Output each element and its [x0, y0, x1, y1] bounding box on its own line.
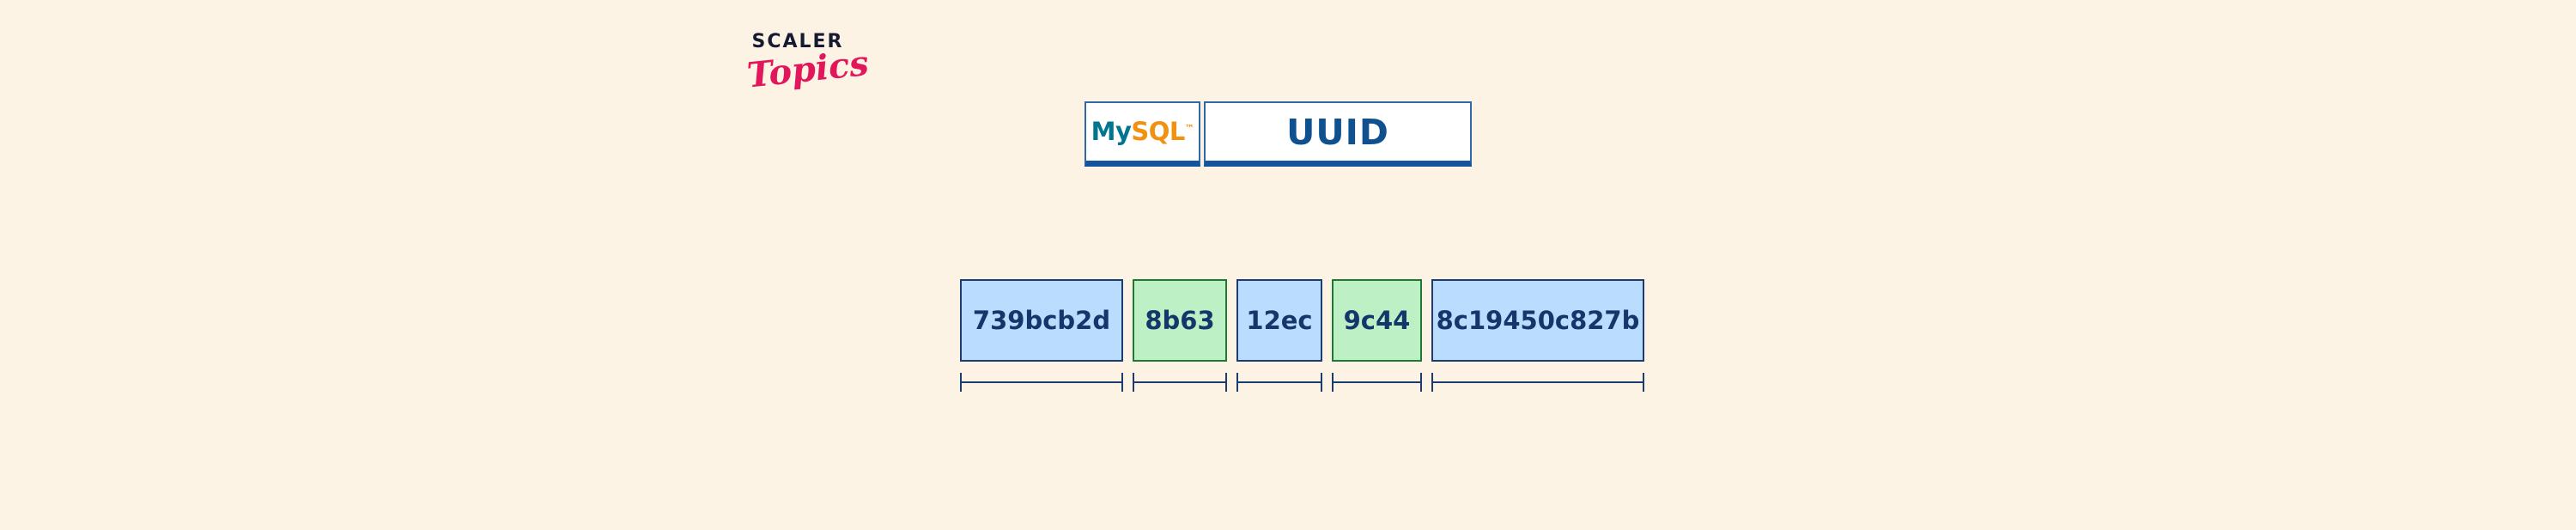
- uuid-segment-block: 12ec: [1236, 279, 1322, 362]
- bracket-cap-right-icon: [1121, 373, 1123, 392]
- bracket-cap-left-icon: [1236, 373, 1238, 392]
- mysql-wordmark: MySQL™: [1091, 119, 1194, 144]
- page-title: UUID: [1286, 111, 1389, 153]
- bracket-cap-right-icon: [1321, 373, 1322, 392]
- logo-text-scaler: SCALER: [751, 31, 844, 52]
- mysql-logo-box: MySQL™: [1084, 101, 1200, 167]
- mysql-my-text: My: [1091, 117, 1132, 146]
- uuid-segment-diagram: 739bcb2d 8b63 12ec 9c44 8c19450c827b: [960, 279, 1644, 392]
- segment-measure-bracket: [1431, 373, 1644, 392]
- scaler-topics-logo: SCALER Topics: [744, 31, 871, 114]
- uuid-segment-block: 739bcb2d: [960, 279, 1123, 362]
- bracket-cap-left-icon: [1133, 373, 1134, 392]
- bracket-cap-left-icon: [960, 373, 962, 392]
- uuid-segment-block: 8c19450c827b: [1431, 279, 1644, 362]
- header-row: MySQL™ UUID: [1084, 101, 1472, 167]
- uuid-segment-row: 739bcb2d 8b63 12ec 9c44 8c19450c827b: [960, 279, 1644, 362]
- segment-measure-bracket: [1133, 373, 1227, 392]
- segment-measure-bracket: [1332, 373, 1422, 392]
- uuid-segment-block: 9c44: [1332, 279, 1422, 362]
- uuid-title-box: UUID: [1204, 101, 1472, 167]
- mysql-sql-text: SQL: [1131, 117, 1185, 146]
- mysql-trademark-icon: ™: [1184, 123, 1194, 134]
- segment-measure-bracket: [960, 373, 1123, 392]
- bracket-cap-left-icon: [1332, 373, 1334, 392]
- uuid-bracket-row: [960, 373, 1644, 392]
- bracket-cap-left-icon: [1431, 373, 1433, 392]
- bracket-cap-right-icon: [1643, 373, 1644, 392]
- bracket-cap-right-icon: [1420, 373, 1422, 392]
- bracket-cap-right-icon: [1225, 373, 1227, 392]
- uuid-segment-block: 8b63: [1133, 279, 1227, 362]
- segment-measure-bracket: [1236, 373, 1322, 392]
- logo-text-topics: Topics: [744, 42, 871, 96]
